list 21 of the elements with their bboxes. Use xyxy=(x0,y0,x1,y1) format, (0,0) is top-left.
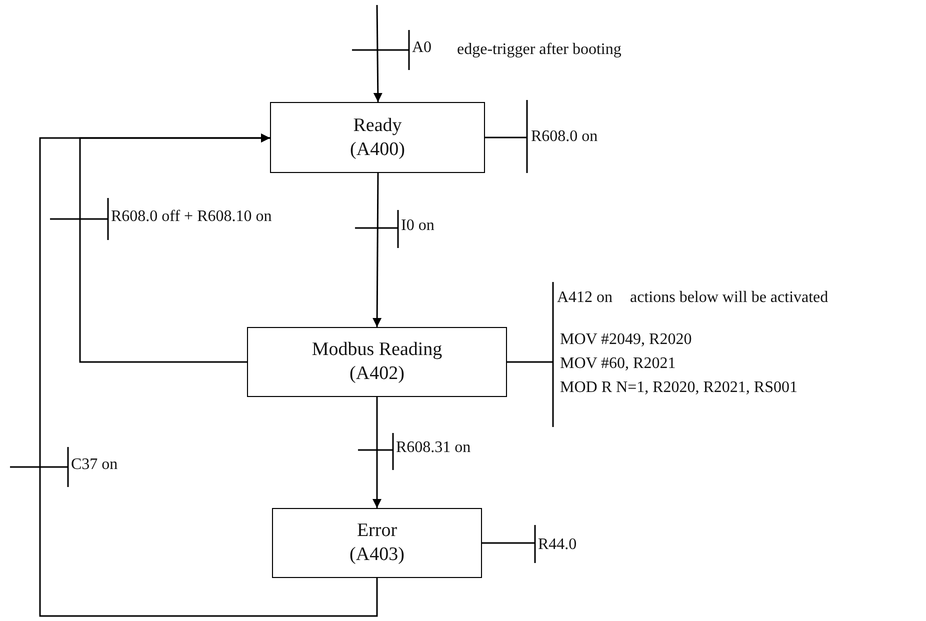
action-text: MOD R N=1, R2020, R2021, RS001 xyxy=(560,379,798,397)
action-text: R44.0 xyxy=(538,536,577,554)
step-name: Error xyxy=(356,519,398,543)
arrow xyxy=(373,5,382,102)
step-address: (A403) xyxy=(350,543,404,567)
step-box xyxy=(247,327,507,397)
step-address: (A400) xyxy=(350,138,405,162)
arrow xyxy=(372,397,382,508)
step-address: (A402) xyxy=(350,362,404,386)
action-text: R608.0 on xyxy=(531,128,598,146)
note-text: edge-trigger after booting xyxy=(457,41,622,59)
step-name: Modbus Reading xyxy=(312,338,442,362)
action-text: MOV #2049, R2020 xyxy=(560,331,692,349)
action-text: actions below will be activated xyxy=(630,289,828,307)
step-box xyxy=(270,102,485,173)
arrow xyxy=(39,134,378,617)
step-box xyxy=(272,508,482,578)
action-text: A412 on xyxy=(557,289,613,307)
arrow xyxy=(372,173,382,327)
step-name: Ready xyxy=(353,114,402,138)
action-text: MOV #60, R2021 xyxy=(560,355,676,373)
